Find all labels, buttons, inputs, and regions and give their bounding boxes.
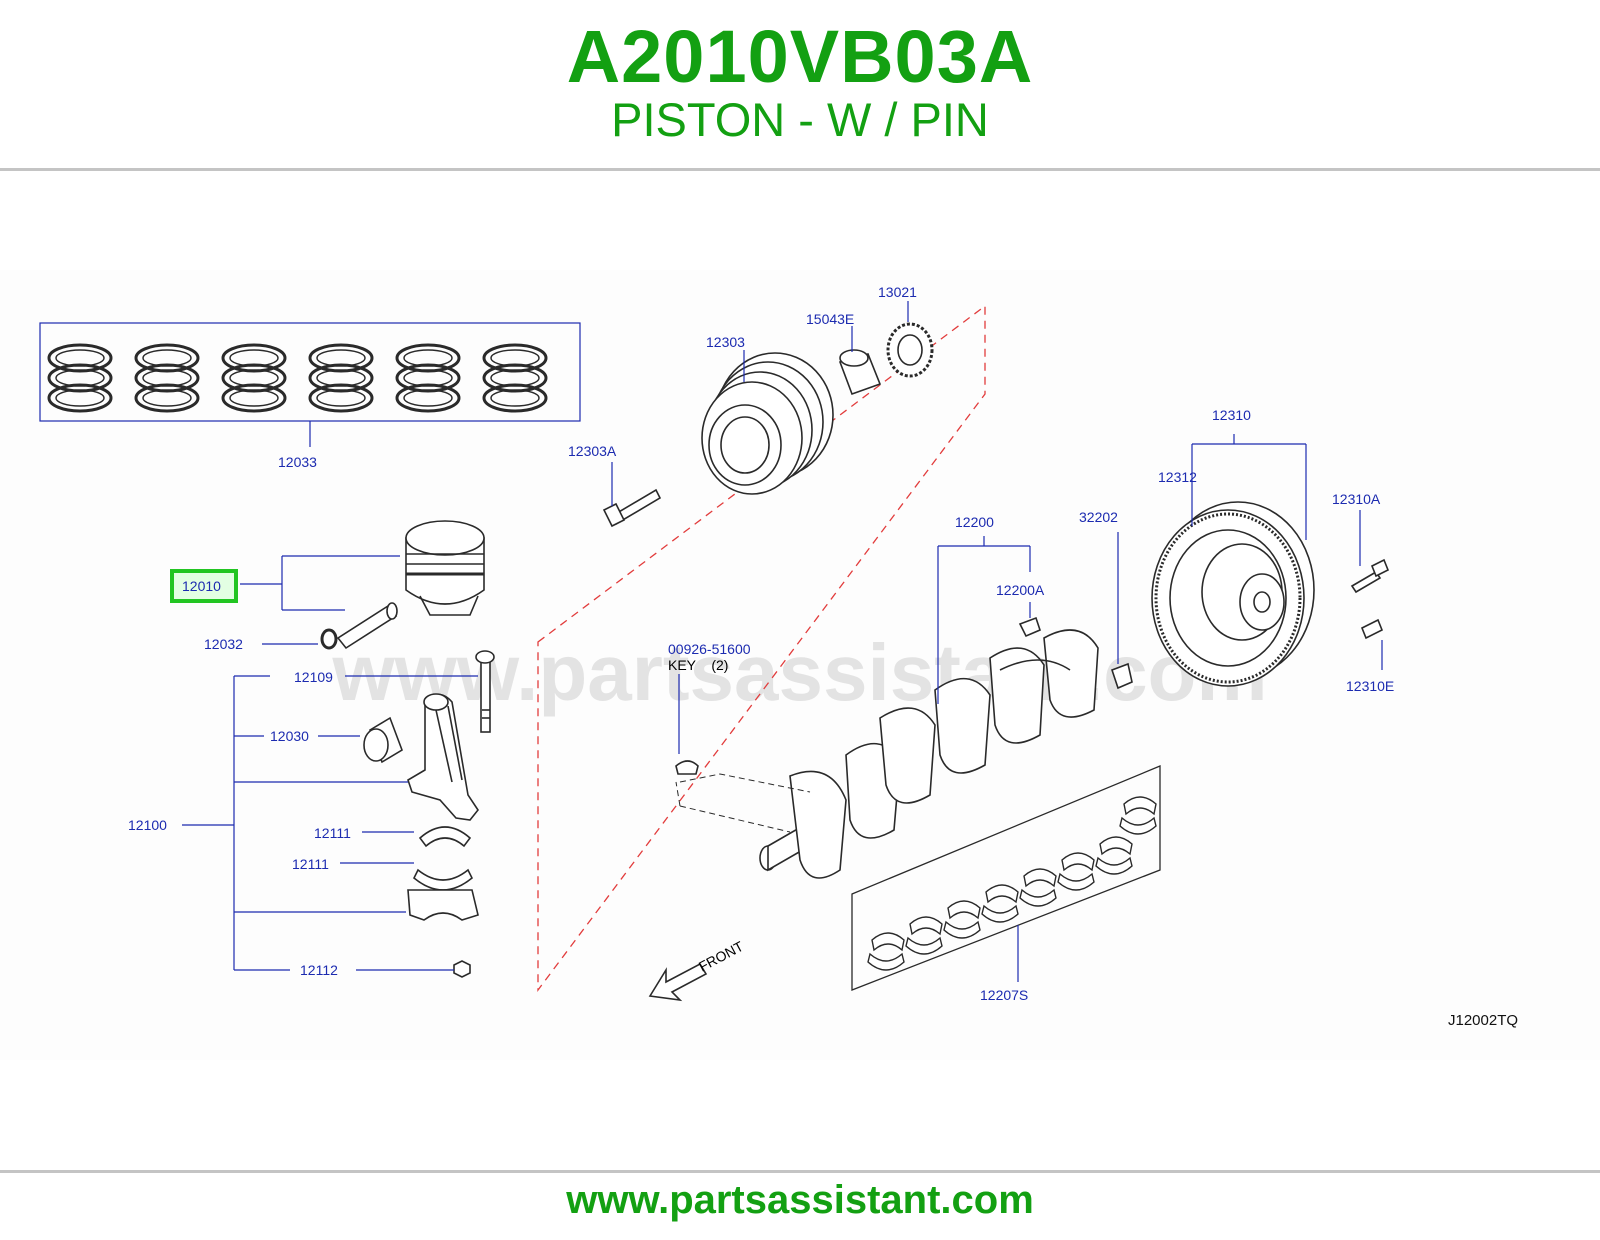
piston-drawing[interactable] bbox=[320, 520, 485, 650]
piston-ring-set[interactable] bbox=[39, 322, 581, 422]
callout-12033[interactable]: 12033 bbox=[278, 454, 317, 470]
parts-diagram: www.partsassistant.com 12033 bbox=[0, 170, 1600, 1170]
callout-12303[interactable]: 12303 bbox=[706, 334, 745, 350]
page-header: A2010VB03A PISTON - W / PIN bbox=[0, 0, 1600, 168]
callout-12200A[interactable]: 12200A bbox=[996, 582, 1045, 598]
crankshaft-group-outline bbox=[537, 304, 986, 992]
callout-00926-51600[interactable]: 00926-51600 bbox=[668, 641, 751, 657]
callout-12030[interactable]: 12030 bbox=[270, 728, 309, 744]
footer-divider bbox=[0, 1170, 1600, 1173]
key-quantity-label: KEY (2) bbox=[668, 657, 728, 673]
part-name-subtitle: PISTON - W / PIN bbox=[611, 93, 989, 146]
callout-32202[interactable]: 32202 bbox=[1079, 509, 1118, 525]
highlight-box bbox=[170, 569, 238, 603]
front-arrow-icon bbox=[648, 962, 708, 1002]
callout-12010[interactable]: 12010 bbox=[182, 578, 221, 594]
callout-12100[interactable]: 12100 bbox=[128, 817, 167, 833]
callout-12207S[interactable]: 12207S bbox=[980, 987, 1028, 1003]
callout-12111-upper[interactable]: 12111 bbox=[314, 825, 351, 841]
part-number-title: A2010VB03A bbox=[566, 15, 1034, 98]
callout-12312[interactable]: 12312 bbox=[1158, 469, 1197, 485]
connecting-rod-drawing[interactable] bbox=[363, 650, 495, 978]
header-divider bbox=[0, 168, 1600, 171]
callout-12109[interactable]: 12109 bbox=[294, 669, 333, 685]
callout-13021[interactable]: 13021 bbox=[878, 284, 917, 300]
callout-12303A[interactable]: 12303A bbox=[568, 443, 617, 459]
callout-12200[interactable]: 12200 bbox=[955, 514, 994, 530]
crank-pulley-drawing[interactable] bbox=[602, 322, 934, 528]
main-bearing-set-box bbox=[851, 765, 1161, 991]
flywheel-drawing[interactable] bbox=[1151, 501, 1390, 687]
drawing-code: J12002TQ bbox=[1448, 1012, 1518, 1029]
callout-12112[interactable]: 12112 bbox=[300, 962, 338, 978]
diagram-canvas: www.partsassistant.com 12033 bbox=[0, 270, 1600, 1060]
footer-site-url[interactable]: www.partsassistant.com bbox=[566, 1178, 1034, 1222]
callout-12310E[interactable]: 12310E bbox=[1346, 678, 1394, 694]
callout-12310[interactable]: 12310 bbox=[1212, 407, 1251, 423]
main-bearings-drawing[interactable] bbox=[867, 796, 1157, 971]
callout-15043E[interactable]: 15043E bbox=[806, 311, 854, 327]
callout-12032[interactable]: 12032 bbox=[204, 636, 243, 652]
callout-12111-lower[interactable]: 12111 bbox=[292, 856, 329, 872]
crankshaft-drawing[interactable] bbox=[675, 616, 1133, 879]
callout-12310A[interactable]: 12310A bbox=[1332, 491, 1381, 507]
